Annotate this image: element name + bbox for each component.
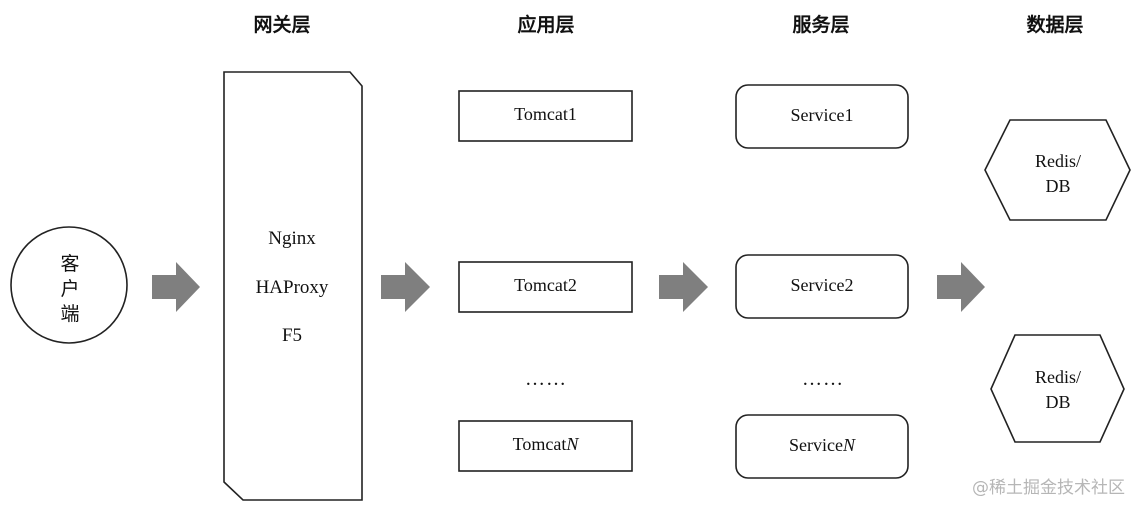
arrow-client-to-gateway bbox=[152, 262, 200, 312]
tomcatN-prefix: Tomcat bbox=[512, 434, 567, 454]
service2-box bbox=[735, 254, 909, 319]
db2-line1: Redis/ bbox=[1034, 367, 1081, 387]
tomcat1-box bbox=[458, 90, 633, 142]
db2-hexagon bbox=[990, 334, 1125, 443]
service-ellipsis: …… bbox=[802, 368, 844, 390]
watermark: @稀土掘金技术社区 bbox=[972, 478, 1125, 498]
tomcatN-suffix: N bbox=[566, 434, 579, 454]
tomcat2-box bbox=[458, 261, 633, 313]
serviceN-box bbox=[735, 414, 909, 479]
tomcatN-box bbox=[458, 420, 633, 472]
arrow-gateway-to-app bbox=[381, 262, 430, 312]
tomcatN-label: TomcatN bbox=[459, 434, 632, 455]
gateway-item-nginx: Nginx bbox=[268, 228, 316, 249]
service2-label: Service2 bbox=[790, 275, 854, 295]
layer-title-application: 应用层 bbox=[517, 14, 575, 36]
service1-box bbox=[735, 84, 909, 149]
db1-line2: DB bbox=[1045, 176, 1071, 196]
gateway-item-f5: F5 bbox=[281, 325, 303, 346]
db1-line1: Redis/ bbox=[1034, 151, 1081, 171]
layer-title-service: 服务层 bbox=[792, 14, 850, 36]
db1-hexagon bbox=[984, 119, 1131, 221]
tomcat1-label: Tomcat1 bbox=[514, 104, 577, 124]
serviceN-prefix: Service bbox=[789, 435, 843, 455]
serviceN-suffix: N bbox=[842, 435, 855, 455]
arrow-service-to-data bbox=[937, 262, 985, 312]
tomcat2-label: Tomcat2 bbox=[514, 275, 577, 295]
serviceN-label: ServiceN bbox=[736, 435, 908, 456]
client-char: 客 bbox=[60, 253, 80, 275]
client-char: 户 bbox=[60, 278, 80, 300]
layer-title-gateway: 网关层 bbox=[253, 14, 311, 36]
db2-label: Redis/ DB bbox=[1008, 365, 1108, 415]
db2-line2: DB bbox=[1045, 392, 1071, 412]
client-circle bbox=[10, 226, 128, 344]
arrow-app-to-service bbox=[659, 262, 708, 312]
application-ellipsis: …… bbox=[525, 368, 567, 390]
gateway-item-haproxy: HAProxy bbox=[255, 277, 329, 298]
layer-title-data: 数据层 bbox=[1026, 14, 1084, 36]
gateway-box bbox=[223, 71, 363, 501]
client-char: 端 bbox=[60, 303, 80, 325]
client-label: 客 户 端 bbox=[45, 252, 95, 327]
service1-label: Service1 bbox=[790, 105, 854, 125]
db1-label: Redis/ DB bbox=[1008, 149, 1108, 199]
